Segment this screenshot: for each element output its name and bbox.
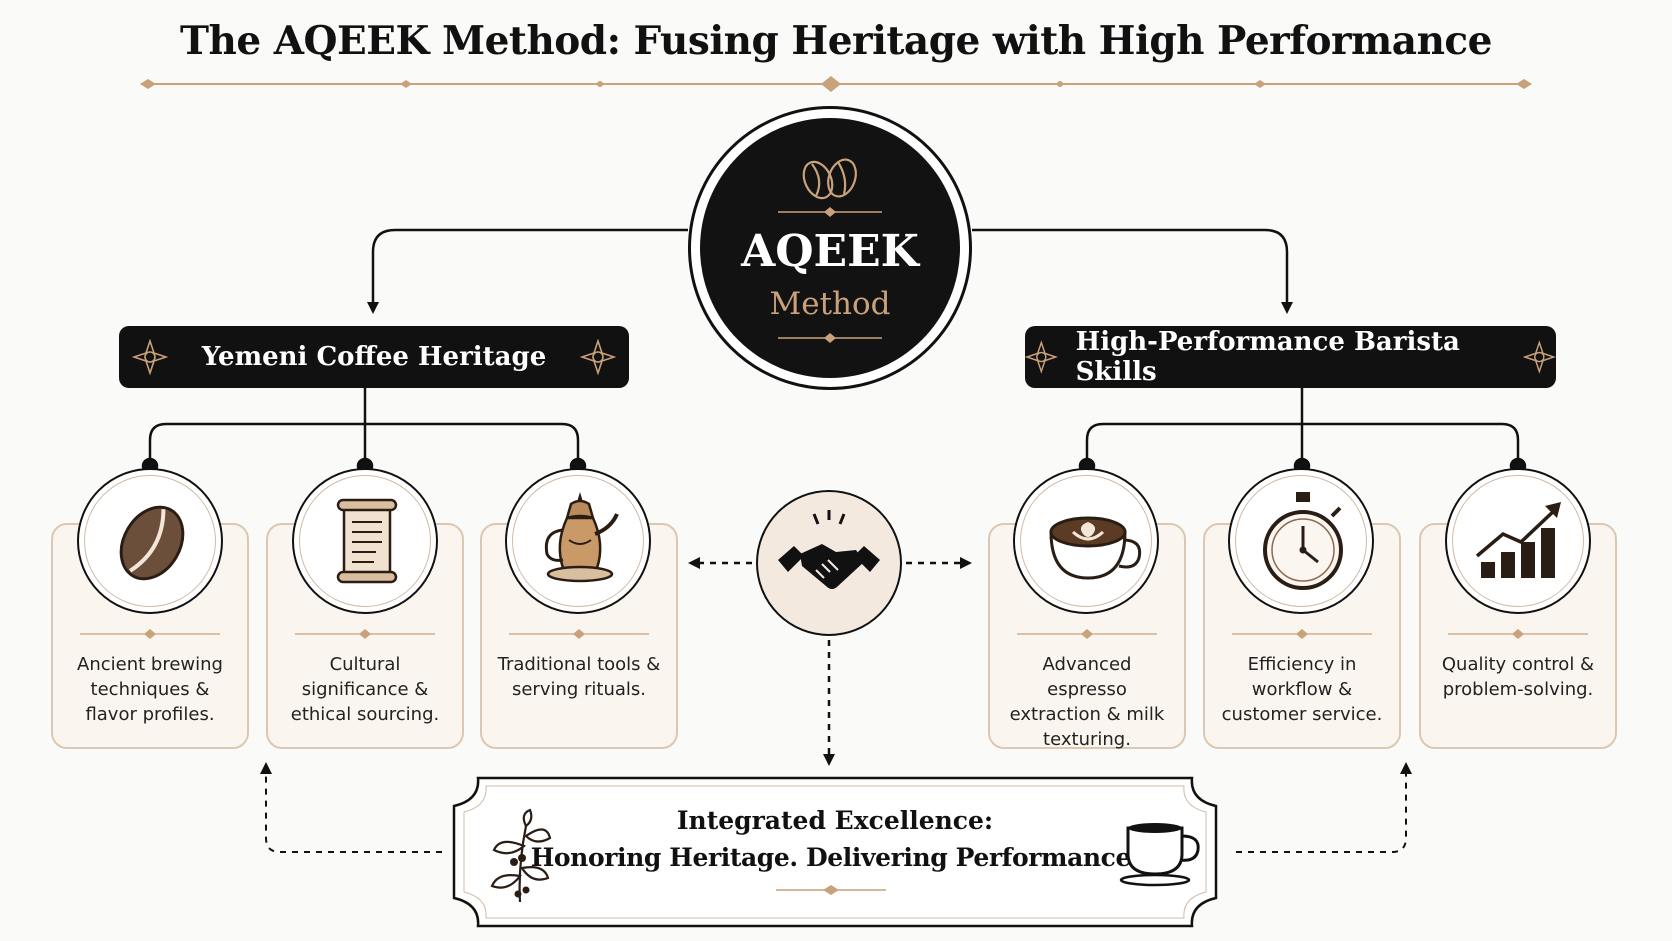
center-inner-disc: AQEEK Method — [700, 118, 960, 378]
center-connectors — [367, 228, 1293, 314]
page-title: The AQEEK Method: Fusing Heritage with H… — [180, 18, 1492, 64]
handshake-icon — [778, 510, 880, 589]
coffee-cup-icon — [1119, 823, 1200, 887]
branch-performance-label: High-Performance Barista Skills — [1075, 327, 1460, 387]
bottom-loops — [260, 762, 1412, 853]
card-text: Advanced espresso extraction & milk text… — [1009, 654, 1165, 750]
coffee-beans-icon — [802, 158, 857, 200]
growth-chart-icon-circle — [1445, 468, 1591, 614]
aqeek-center-circle: AQEEK Method — [688, 106, 972, 390]
ornament-icon — [1025, 340, 1058, 374]
branch-heritage: Yemeni Coffee Heritage — [119, 326, 629, 388]
handshake-connectors — [688, 557, 972, 766]
coffee-bean-icon-circle — [77, 468, 223, 614]
banner-line-1: Integrated Excellence: — [676, 806, 994, 835]
center-title: AQEEK — [741, 226, 919, 277]
card-text: Efficiency in workflow & customer servic… — [1221, 654, 1383, 725]
title-divider — [140, 76, 1532, 92]
stopwatch-icon-circle — [1228, 468, 1374, 614]
latte-art-icon — [1049, 516, 1142, 580]
scroll-icon-circle — [292, 468, 438, 614]
stopwatch-icon — [1263, 492, 1343, 590]
bottom-banner — [452, 776, 1218, 928]
coffee-bean-icon — [119, 505, 185, 581]
ornament-icon — [1523, 340, 1557, 374]
center-ornament-bottom — [778, 333, 882, 343]
card-text: Cultural significance & ethical sourcing… — [290, 654, 440, 725]
ornament-icon — [131, 339, 168, 375]
right-tree — [1078, 388, 1527, 475]
handshake-circle — [756, 490, 902, 636]
latte-art-icon-circle — [1013, 468, 1159, 614]
card-text: Ancient brewing techniques & flavor prof… — [77, 654, 223, 725]
center-subtitle: Method — [769, 286, 891, 322]
card-text: Traditional tools & serving rituals. — [497, 654, 661, 700]
ornament-icon — [580, 339, 617, 375]
center-ornament-top — [778, 207, 882, 217]
scroll-icon — [336, 498, 398, 584]
card-text: Quality control & problem-solving. — [1441, 654, 1595, 700]
branch-heritage-label: Yemeni Coffee Heritage — [201, 342, 547, 372]
banner-line-2: Honoring Heritage. Delivering Performanc… — [530, 843, 1140, 872]
dallah-pot-icon-circle — [505, 468, 651, 614]
branch-performance: High-Performance Barista Skills — [1025, 326, 1557, 388]
left-tree — [141, 388, 587, 475]
dallah-pot-icon — [544, 492, 619, 583]
growth-chart-icon — [1475, 502, 1561, 578]
coffee-plant-icon — [490, 808, 552, 903]
